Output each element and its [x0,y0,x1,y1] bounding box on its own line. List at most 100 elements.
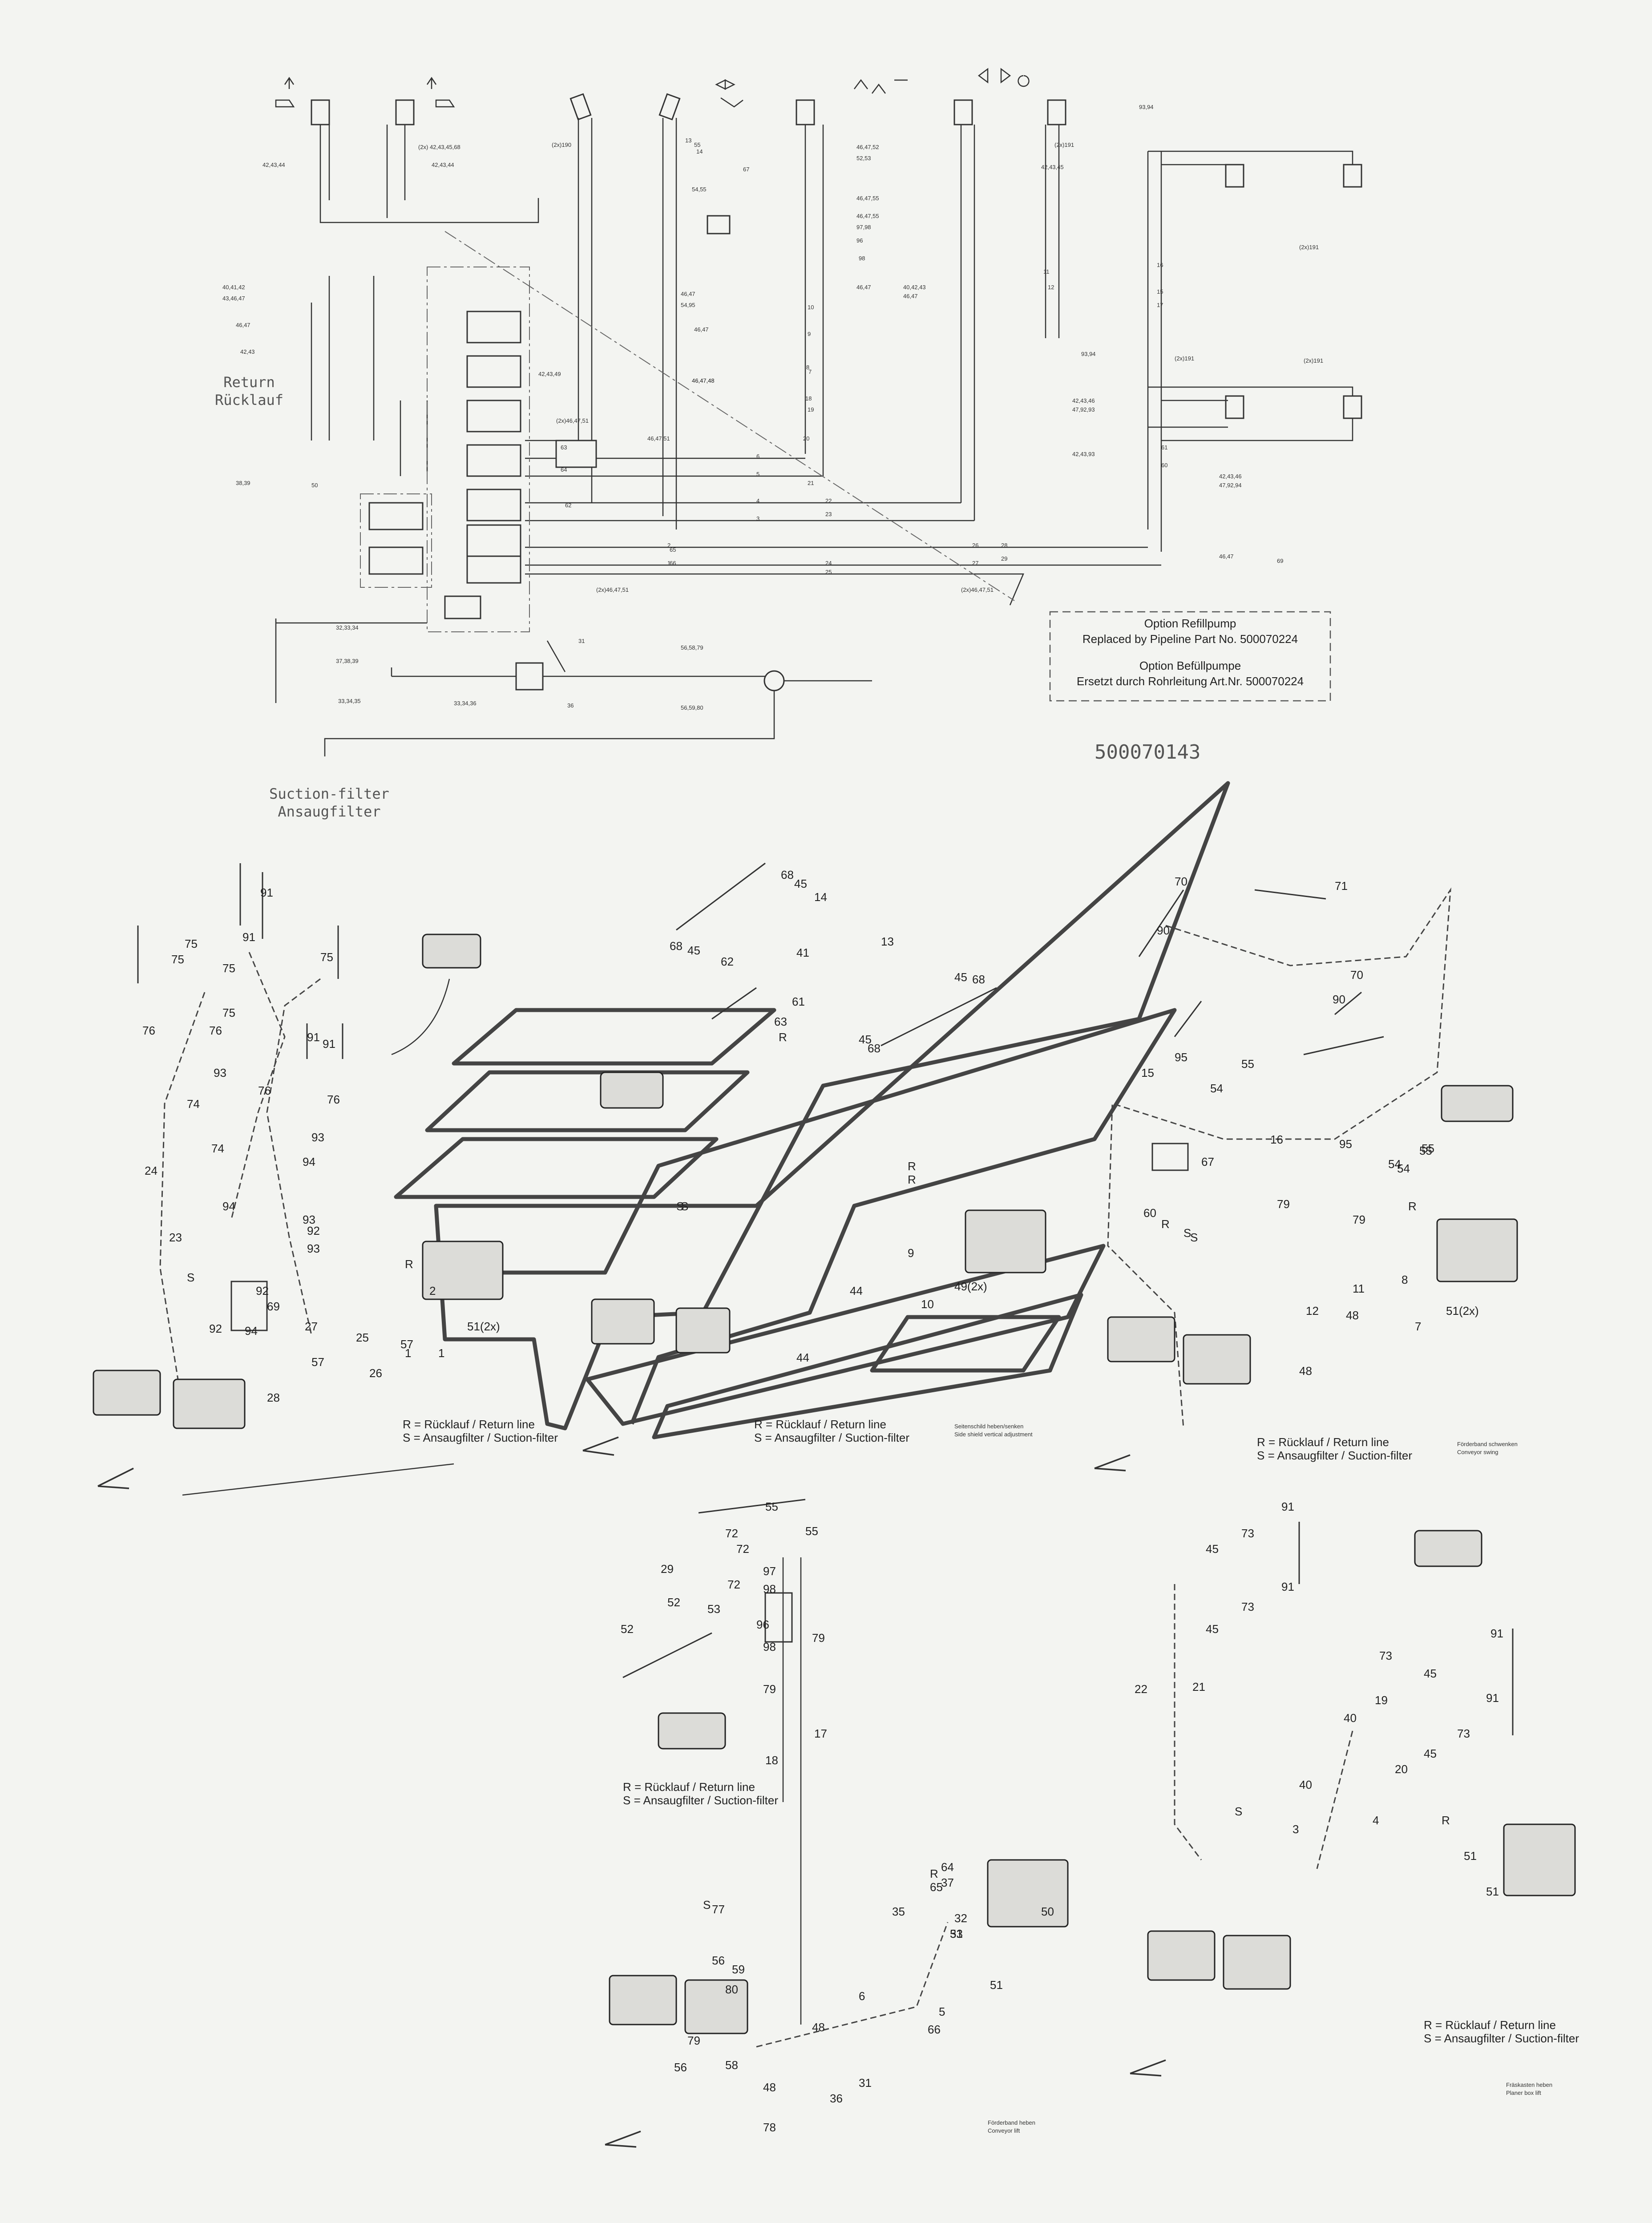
view2-label: 45 [859,1033,872,1046]
machine-miniature-4 [658,1712,726,1750]
schematic-line-number: 29 [1001,555,1007,562]
schematic-callout: (2x)191 [1175,355,1194,362]
schematic-line-number: 14 [696,148,703,155]
schematic-callout: 46,47 [903,293,918,299]
view3-label: 8 [1402,1273,1408,1286]
view4-label: 98 [763,1582,776,1596]
view3-label: 70 [1175,875,1188,888]
engine-gearbox-3 [1107,1316,1175,1362]
schematic-line-number: 60 [1161,462,1167,469]
view1-label: 93 [303,1213,315,1226]
caption-conveyor-swing-en: Conveyor swing [1457,1449,1499,1455]
view1-label: 93 [311,1131,324,1144]
schematic-callout: 46,47,48 [692,377,715,384]
option-refillpump-box [1049,611,1331,702]
view3-label: 12 [1306,1304,1319,1318]
hose-run-5 [1174,1584,1353,1869]
view2-label: R [908,1173,916,1186]
schematic-callout: 42,43,46 [1219,473,1242,480]
schematic-callout: 47,92,94 [1219,482,1242,489]
schematic-callout: 42,43,45 [1041,164,1064,170]
schematic-callout: 46,47,48 [692,377,715,384]
schematic-line-number: 4 [756,497,759,504]
schematic-callout: (2x)46,47,51 [596,586,629,593]
view4-label: 58 [725,2058,738,2072]
schematic-callout: 56,58,79 [681,644,703,651]
view1-label: 94 [303,1155,315,1168]
view1-label: 94 [222,1200,235,1213]
view4-label: 72 [736,1542,749,1556]
schematic-line-number: 25 [825,569,832,575]
view4-label: 53 [707,1602,720,1616]
schematic-line-number: 8 [806,364,809,371]
caption-side-shield-de: Seitenschild heben/senken [954,1423,1023,1430]
view2-label: 68 [781,868,794,881]
view4-label: 79 [687,2034,700,2047]
schematic-callout: (2x)191 [1299,244,1319,251]
schematic-callout: 54,95 [681,302,695,308]
view2-label: 45 [954,970,967,984]
schematic-callout: 52,53 [856,155,871,162]
machine-miniature-1 [422,934,481,969]
caption-conveyor-swing-de: Förderband schwenken [1457,1441,1518,1447]
schematic-callout: 96 [856,237,863,244]
view2-label: 49(2x) [954,1280,987,1293]
legend-return-4: R = Rücklauf / Return line [623,1780,755,1794]
hose-run-1a [159,952,286,1380]
view4-label: 64 [941,1860,954,1874]
view1-label: 75 [222,962,235,975]
machine-miniature-2 [600,1071,664,1109]
cylinder-tubes-1 [137,863,343,1059]
schematic-callout: 69 [1277,558,1283,564]
engine-gearbox-2 [591,1298,655,1345]
legend-return-5: R = Rücklauf / Return line [1424,2018,1556,2032]
view5-label: 21 [1192,1680,1205,1694]
schematic-line-number: 10 [808,304,814,311]
hydraulic-schematic: Option Refillpump Replaced by Pipeline P… [215,68,1362,820]
schematic-line-number: 13 [685,137,691,144]
direction-arrow-icon [1094,1454,1131,1471]
view3-label: S [1190,1231,1198,1244]
view1-label: 27 [305,1320,318,1333]
pump-unit-3 [1183,1334,1251,1385]
drawing-number: 500070143 [1095,741,1200,764]
view5-label: 73 [1457,1727,1470,1740]
schematic-callout: 36 [567,702,574,709]
schematic-callout: 43,46,47 [222,295,245,302]
schematic-callout: (2x)190 [552,141,571,148]
caption-conveyor-lift-en: Conveyor lift [988,2127,1020,2134]
view2-label: 41 [796,946,809,959]
schematic-callout: 56,59,80 [681,704,703,711]
view3-label: 90 [1333,993,1345,1006]
view3-label: 70 [1350,968,1363,982]
schematic-callout: 42,43 [240,348,255,355]
view4-label: 72 [725,1527,738,1540]
view2-label: S [676,1200,684,1213]
schematic-callout: 42,43,49 [538,371,561,377]
manufacturer-logo-watermark [394,781,1230,1439]
schematic-callout: 42,43,46 [1072,397,1095,404]
view1-label: 75 [320,950,333,964]
schematic-line-number: 23 [825,511,832,517]
schematic-callout: 46,47,51 [647,435,670,442]
view2-label: R [779,1031,787,1044]
schematic-line-number: 21 [808,480,814,486]
view4-label: 80 [725,1983,738,1996]
suction-filter-label-en: Suction-filter [269,785,389,802]
cylinder-tubes-5 [1298,1522,1514,1735]
view3-label: 67 [1201,1155,1214,1168]
valve-block-67 [1151,1143,1189,1171]
view3-label: S [1183,1226,1191,1240]
view4-label: S [703,1898,711,1912]
view5-label: 20 [1395,1762,1408,1776]
caption-planer-lift-en: Planer box lift [1506,2090,1541,2096]
view4-label: 36 [830,2092,843,2105]
cylinder-symbol-icon [275,99,455,108]
engine-gearbox-4 [609,1975,677,2025]
